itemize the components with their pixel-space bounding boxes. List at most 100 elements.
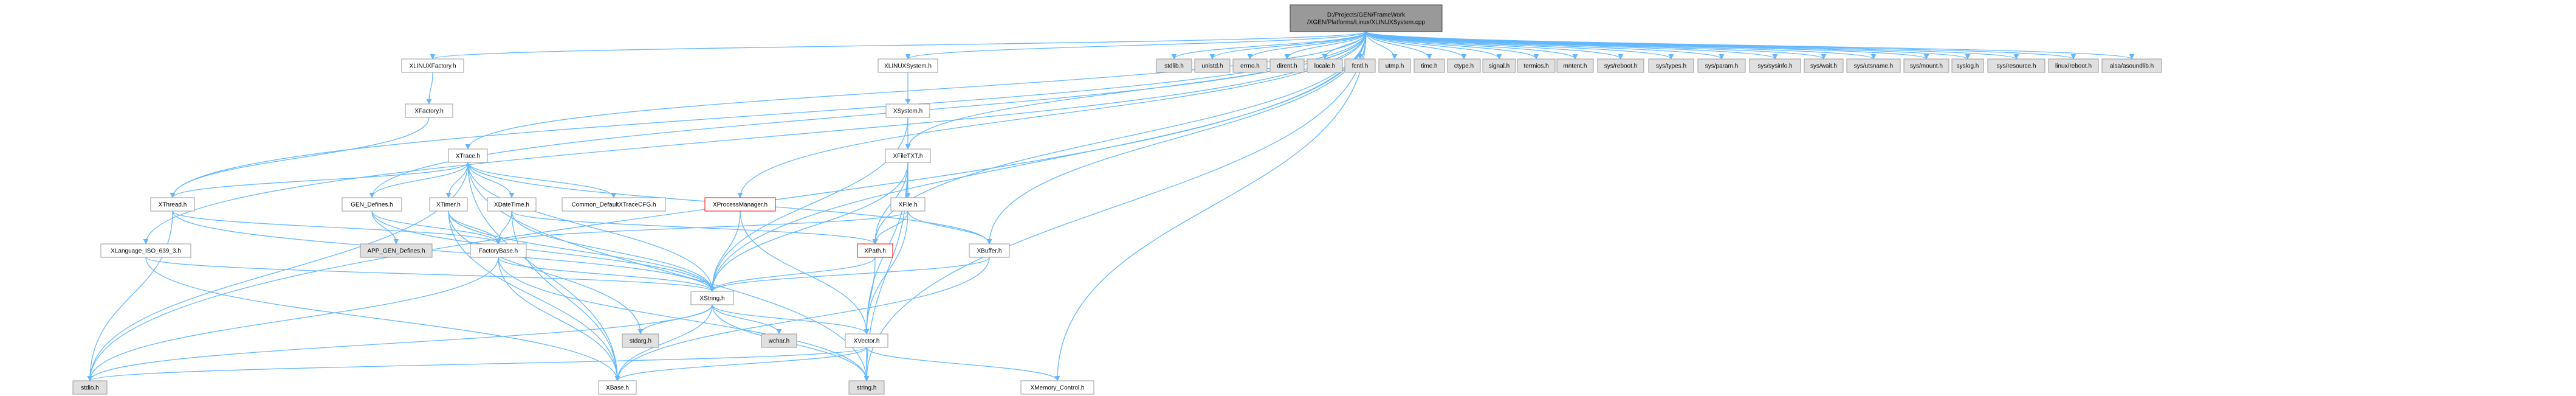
edge-root-to-xlinuxsystem xyxy=(905,31,1367,60)
node-label-xprocessmanager: XProcessManager.h xyxy=(713,202,768,209)
edge-root-to-errno xyxy=(1247,31,1367,60)
edge-xthread-to-xstring xyxy=(172,210,715,292)
node-time: time.h xyxy=(1413,58,1445,73)
node-label-sysutsname: sys/utsname.h xyxy=(1854,63,1893,70)
node-xdatetime[interactable]: XDateTime.h xyxy=(487,197,537,212)
node-box-syslog xyxy=(1951,58,1984,73)
node-sysresource: sys/resource.h xyxy=(1987,58,2045,73)
node-label-alsa: alsa/asoundlib.h xyxy=(2110,63,2154,70)
node-xvector[interactable]: XVector.h xyxy=(845,333,888,348)
node-locale: locale.h xyxy=(1307,58,1343,73)
node-string: string.h xyxy=(848,380,885,395)
node-xlinuxfactory[interactable]: XLINUXFactory.h xyxy=(401,58,464,73)
node-xstring[interactable]: XString.h xyxy=(690,291,734,305)
node-box-xfiletxt xyxy=(885,148,931,163)
node-xbuffer[interactable]: XBuffer.h xyxy=(969,243,1010,258)
node-box-ctype xyxy=(1447,58,1481,73)
node-box-sysresource xyxy=(1987,58,2045,73)
edge-xvector-to-xbase xyxy=(614,347,867,381)
node-box-xtimer xyxy=(429,197,468,212)
edge-xbuffer-to-xstring xyxy=(709,257,990,292)
node-stdlib: stdlib.h xyxy=(1156,58,1192,73)
node-box-xfile xyxy=(890,197,926,212)
node-xprocessmanager[interactable]: XProcessManager.h xyxy=(704,197,776,212)
edge-root-to-termios xyxy=(1365,31,1539,60)
node-label-xfile: XFile.h xyxy=(898,202,917,209)
node-label-xthread: XThread.h xyxy=(159,202,187,209)
node-xtimer[interactable]: XTimer.h xyxy=(429,197,468,212)
node-xsystem[interactable]: XSystem.h xyxy=(885,103,930,118)
node-box-xbuffer xyxy=(969,243,1010,258)
node-label-ctype: ctype.h xyxy=(1454,63,1474,70)
node-label-xpath: XPath.h xyxy=(864,248,886,255)
node-label-gendefines: GEN_Defines.h xyxy=(351,202,393,209)
node-xbase[interactable]: XBase.h xyxy=(598,380,637,395)
node-box-mntent xyxy=(1556,58,1594,73)
node-xthread[interactable]: XThread.h xyxy=(150,197,195,212)
node-box-xsystem xyxy=(885,103,930,118)
edge-xtimer-to-xbase xyxy=(448,210,620,381)
edge-xfactory-to-xthread xyxy=(170,117,430,198)
node-xfile[interactable]: XFile.h xyxy=(890,197,926,212)
edge-factorybase-to-stdio xyxy=(87,257,499,381)
node-box-stdio xyxy=(72,380,108,395)
node-root[interactable]: D:/Projects/GEN/FrameWork/XGEN/Platforms… xyxy=(1290,4,1443,32)
node-label-mntent: mntent.h xyxy=(1564,63,1587,70)
edge-xstring-to-stdio xyxy=(87,304,713,381)
edge-xthread-to-factorybase xyxy=(172,210,501,245)
edge-root-to-xbuffer xyxy=(986,31,1367,245)
edge-root-to-xlinuxfactory xyxy=(430,31,1367,60)
node-box-wchar xyxy=(761,333,797,348)
edge-xtrace-to-stdio xyxy=(87,162,469,381)
edge-xfile-to-xpath xyxy=(872,210,908,245)
edge-xfile-to-xbuffer xyxy=(907,210,992,245)
edge-root-to-stdlib xyxy=(1171,31,1367,60)
node-label-string: string.h xyxy=(857,385,877,392)
node-box-termios xyxy=(1517,58,1556,73)
node-label-sysmount: sys/mount.h xyxy=(1910,63,1943,70)
edge-root-to-xtrace xyxy=(465,31,1367,150)
node-label-commondefault: Common_DefaultXTraceCFG.h xyxy=(571,202,656,209)
node-xfiletxt[interactable]: XFileTXT.h xyxy=(885,148,931,163)
edge-root-to-sysutsname xyxy=(1365,31,1877,60)
edge-root-to-xthread xyxy=(170,31,1367,198)
nodes-layer: D:/Projects/GEN/FrameWork/XGEN/Platforms… xyxy=(72,4,2162,395)
node-xmemory[interactable]: XMemory_Control.h xyxy=(1020,380,1094,395)
edge-root-to-mntent xyxy=(1365,31,1578,60)
node-label-dirent: dirent.h xyxy=(1277,63,1297,70)
node-box-fcntl xyxy=(1344,58,1376,73)
node-label-systypes: sys/types.h xyxy=(1656,63,1686,70)
node-box-xstring xyxy=(690,291,734,305)
node-label-time: time.h xyxy=(1421,63,1437,70)
edge-root-to-sysresource xyxy=(1365,31,2019,60)
edge-root-to-xprocessmanager xyxy=(737,31,1367,198)
edge-xthread-to-stdio xyxy=(87,210,173,381)
node-syslog: syslog.h xyxy=(1951,58,1984,73)
node-xpath[interactable]: XPath.h xyxy=(857,243,893,258)
edge-gendefines-to-xstring xyxy=(371,210,715,292)
node-xlanguage[interactable]: XLanguage_ISO_639_3.h xyxy=(100,243,191,258)
edge-xprocessmanager-to-xstring xyxy=(709,210,741,292)
node-label-xlinuxsystem: XLINUXSystem.h xyxy=(884,63,932,70)
node-box-xthread xyxy=(150,197,195,212)
node-label-xdatetime: XDateTime.h xyxy=(494,202,529,209)
node-box-string xyxy=(848,380,885,395)
node-box-alsa xyxy=(2101,58,2162,73)
edge-xvector-to-xmemory xyxy=(866,347,1060,381)
node-xtrace[interactable]: XTrace.h xyxy=(448,148,488,163)
node-xfactory[interactable]: XFactory.h xyxy=(405,103,453,118)
node-ctype: ctype.h xyxy=(1447,58,1481,73)
node-label-utmp: utmp.h xyxy=(1386,63,1404,70)
node-label-xlinuxfactory: XLINUXFactory.h xyxy=(409,63,456,70)
node-gendefines[interactable]: GEN_Defines.h xyxy=(342,197,402,212)
node-systypes: sys/types.h xyxy=(1648,58,1694,73)
node-factorybase[interactable]: FactoryBase.h xyxy=(470,243,527,258)
node-commondefault[interactable]: Common_DefaultXTraceCFG.h xyxy=(562,197,666,212)
node-label-xtrace: XTrace.h xyxy=(456,153,480,160)
node-linuxreboot: linux/reboot.h xyxy=(2048,58,2099,73)
node-xlinuxsystem[interactable]: XLINUXSystem.h xyxy=(878,58,938,73)
node-box-dirent xyxy=(1269,58,1305,73)
edge-xtrace-to-xstring xyxy=(467,162,715,292)
edge-xtimer-to-stdarg xyxy=(448,210,644,335)
edge-xbuffer-to-xbase xyxy=(614,257,990,381)
